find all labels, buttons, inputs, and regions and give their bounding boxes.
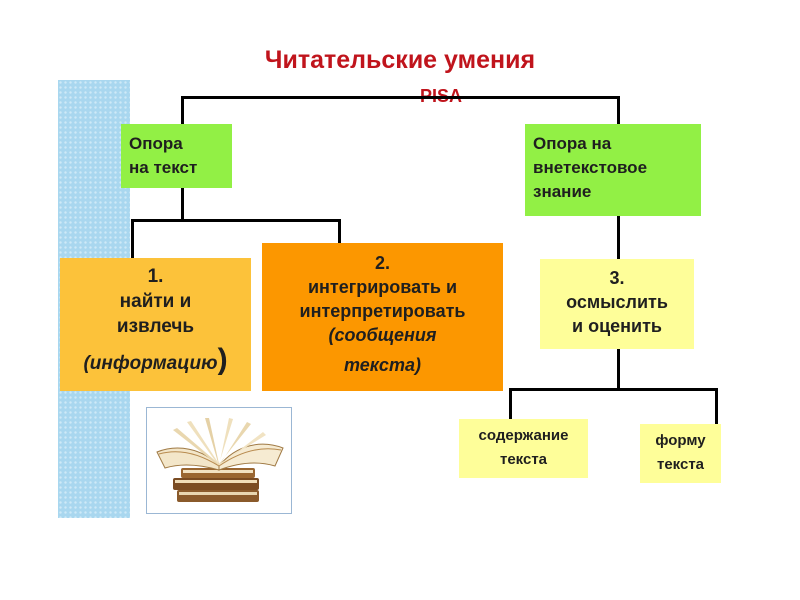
- node-skill2-line4: (сообщения: [328, 325, 437, 345]
- connector-left-stem: [181, 188, 184, 221]
- node-skill1-number: 1.: [147, 266, 164, 287]
- node-skill2-line3: интерпретировать: [299, 301, 466, 321]
- node-skill1-line4: (информацию): [60, 345, 251, 376]
- node-content-line2: текста: [499, 451, 548, 468]
- node-skill1-close-paren: ): [217, 343, 228, 376]
- node-skill3-number: 3.: [609, 268, 625, 288]
- node-skill2-number: 2.: [374, 253, 390, 273]
- node-content: содержание текста: [459, 419, 588, 478]
- connector-top-horizontal: [181, 96, 620, 99]
- node-extratext-line1: Опора на: [533, 134, 612, 153]
- node-extratext-line2: внетекстовое: [533, 158, 648, 177]
- node-skill3: 3. осмыслить и оценить: [540, 259, 694, 349]
- connector-left-horizontal: [131, 219, 341, 222]
- node-form: форму текста: [640, 424, 721, 483]
- node-skill3-line2: осмыслить: [566, 292, 668, 312]
- connector-left-drop: [181, 96, 184, 124]
- node-skill1: 1. найти и извлечь (информацию): [60, 258, 251, 391]
- node-extratext-support: Опора на внетекстовое знание: [525, 124, 701, 216]
- page-title: Читательские умения: [264, 46, 536, 74]
- node-extratext-line3: знание: [533, 182, 592, 201]
- node-text-support-line1: Опора: [129, 134, 183, 153]
- node-skill2: 2. интегрировать и интерпретировать (соо…: [262, 243, 503, 391]
- connector-form-drop: [715, 388, 718, 424]
- connector-skill1-drop: [131, 219, 134, 258]
- node-text-support: Опора на текст: [121, 124, 232, 188]
- node-skill3-line3: и оценить: [572, 316, 662, 336]
- open-books-icon: [156, 418, 284, 502]
- connector-skill2-drop: [338, 219, 341, 243]
- connector-skill3-stem: [617, 349, 620, 391]
- node-skill1-line2: найти и: [119, 291, 192, 312]
- node-skill2-line5: текста): [344, 355, 421, 375]
- node-form-line1: форму: [655, 432, 706, 449]
- connector-right-drop: [617, 96, 620, 124]
- node-skill1-line3: извлечь: [116, 316, 195, 337]
- books-image-frame: [146, 407, 292, 514]
- node-skill2-line2: интегрировать и: [307, 277, 458, 297]
- node-form-line2: текста: [656, 456, 705, 473]
- node-content-line1: содержание: [478, 427, 569, 444]
- node-text-support-line2: на текст: [129, 158, 198, 177]
- connector-bottom-horizontal: [509, 388, 718, 391]
- connector-content-drop: [509, 388, 512, 419]
- node-skill1-paren-text: (информацию: [83, 353, 218, 374]
- connector-right-stem: [617, 216, 620, 259]
